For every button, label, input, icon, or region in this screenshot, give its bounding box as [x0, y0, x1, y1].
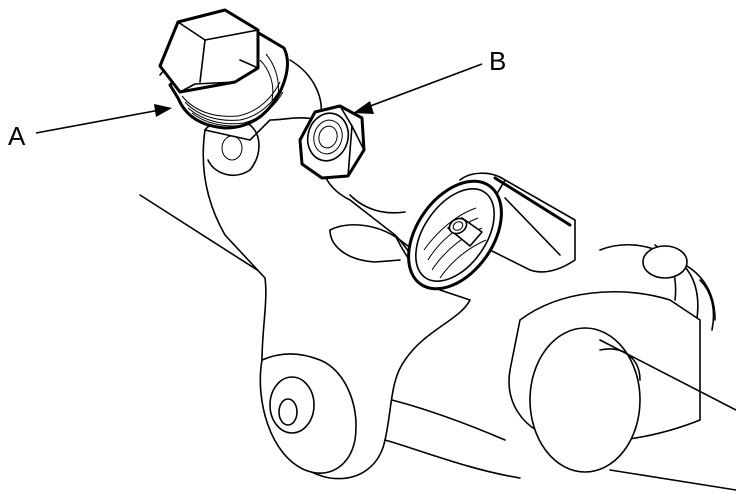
adjusting-screw-bore: [407, 172, 576, 291]
callout-b-leader: [353, 63, 483, 114]
rack-shaft: [508, 244, 736, 491]
callout-a-leader: [35, 104, 172, 134]
callout-label-a: A: [8, 121, 26, 151]
callout-label-b: B: [489, 46, 506, 76]
plug-a: [158, 8, 289, 130]
gearbox-housing: [139, 46, 521, 480]
locknut-b: [298, 104, 366, 180]
